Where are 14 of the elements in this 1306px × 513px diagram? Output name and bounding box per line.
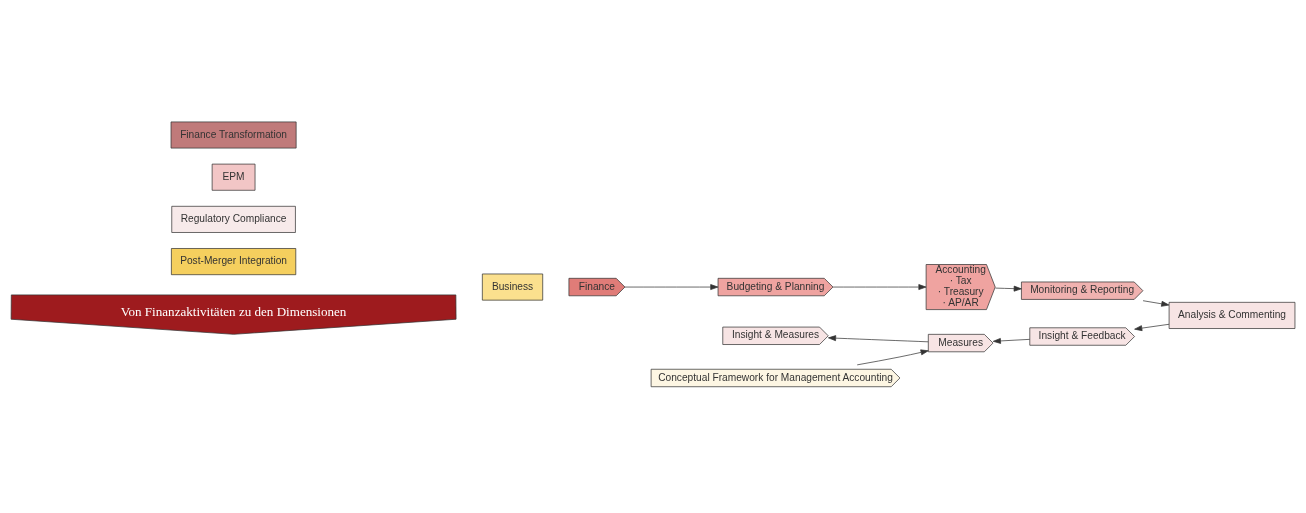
arrow (995, 285, 1022, 292)
arrow (856, 349, 929, 366)
arrow (992, 338, 1031, 344)
node-box: EPM (211, 163, 256, 191)
node-box: Regulatory Compliance (171, 205, 296, 233)
node-box: Business (481, 273, 544, 301)
arrow (624, 284, 719, 290)
node-box: Finance Transformation (170, 121, 297, 149)
arrow (828, 335, 929, 343)
arrow (832, 284, 927, 290)
arrow (1134, 323, 1170, 332)
node-box: Post-Merger Integration (171, 248, 297, 276)
arrow (1142, 300, 1170, 307)
node-box: Analysis & Commenting (1168, 301, 1296, 329)
